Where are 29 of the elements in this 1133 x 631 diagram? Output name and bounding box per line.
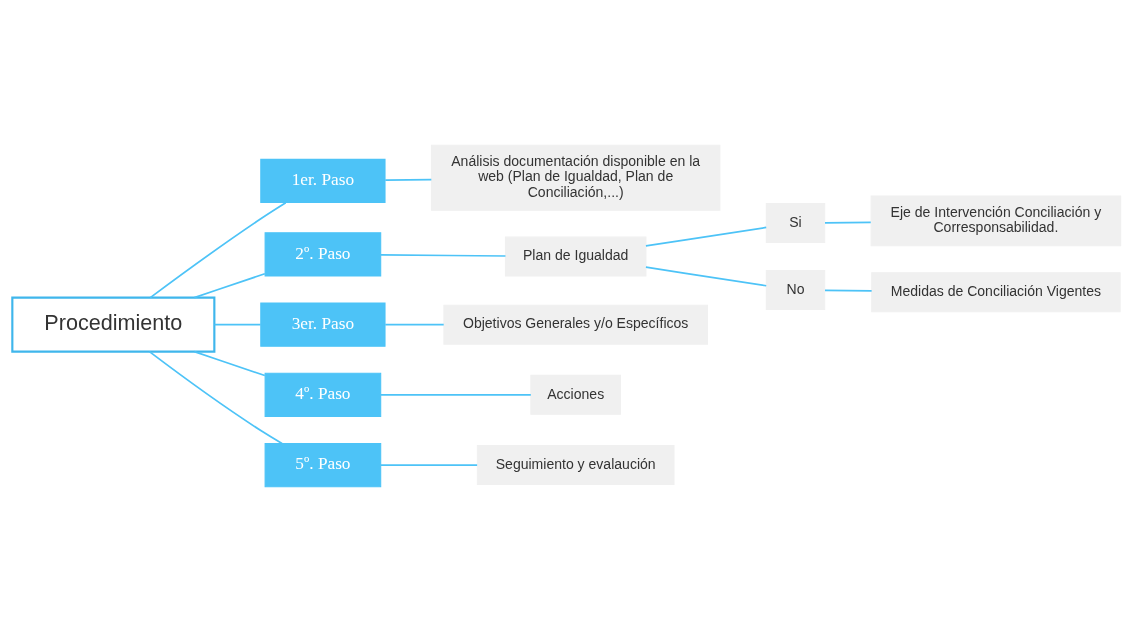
node-box: Si xyxy=(765,202,826,243)
connector xyxy=(380,393,532,396)
node-box: Objetivos Generales y/o Específicos xyxy=(443,304,708,345)
node-box: 2º. Paso xyxy=(264,231,382,277)
node-box: Análisis documentación disponible en la web (Plan de Igualdad, Plan de Conciliación,...) xyxy=(430,144,721,211)
connector xyxy=(384,323,445,325)
connector xyxy=(149,201,287,298)
node-box: Acciones xyxy=(530,374,622,415)
connector xyxy=(645,265,768,287)
connector xyxy=(645,226,768,247)
connector xyxy=(824,289,873,292)
node-box: Plan de Igualdad xyxy=(504,236,647,277)
node-box: 5º. Paso xyxy=(264,442,382,487)
node-box: Eje de Intervención Conciliación y Corresponsabilidad. xyxy=(870,195,1122,246)
connector xyxy=(193,350,266,376)
connector xyxy=(824,220,872,224)
connector xyxy=(193,272,266,298)
node-box: No xyxy=(765,269,826,310)
node-box: 4º. Paso xyxy=(264,372,382,417)
connector xyxy=(384,178,433,181)
connector xyxy=(380,463,478,466)
node-box: Procedimiento xyxy=(11,296,216,353)
connector xyxy=(148,350,283,444)
node-box: Medidas de Conciliación Vigentes xyxy=(871,271,1121,312)
node-box: Seguimiento y evalaución xyxy=(476,444,675,485)
connector xyxy=(213,323,262,325)
node-box: 3er. Paso xyxy=(260,302,386,347)
connector xyxy=(380,253,507,257)
node-box: 1er. Paso xyxy=(260,158,386,203)
